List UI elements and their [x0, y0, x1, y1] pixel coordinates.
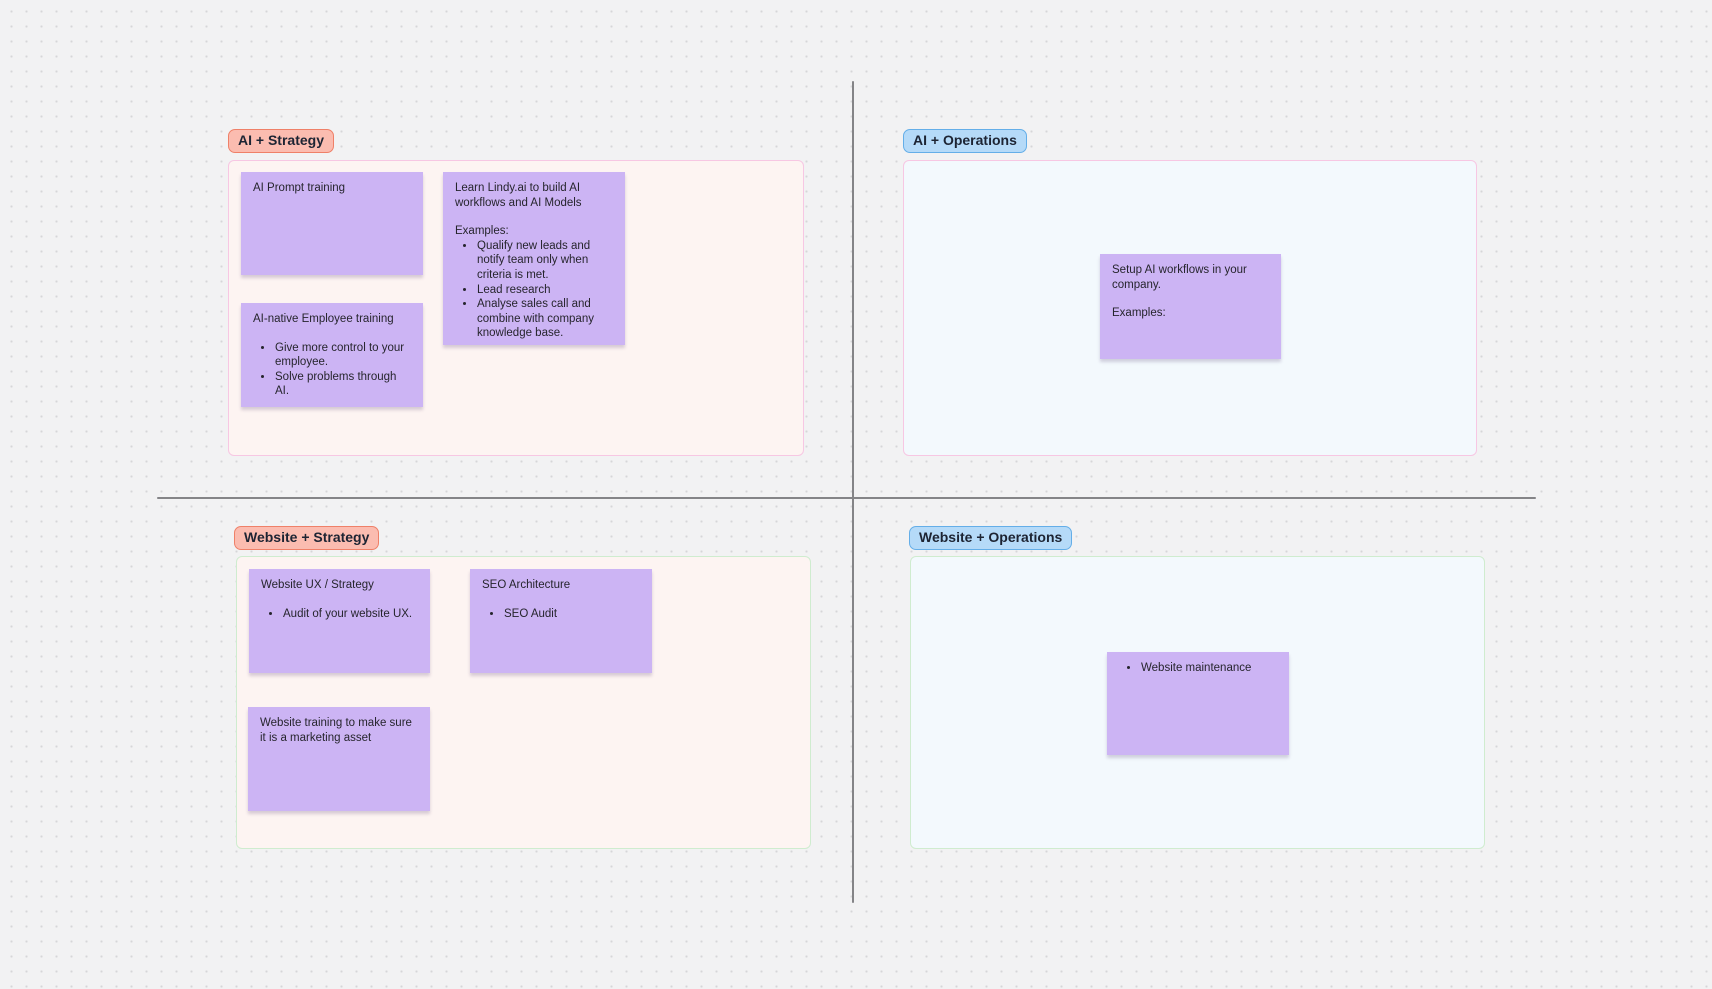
sticky-note-setup-ai-workflows[interactable]: Setup AI workflows in your company. Exam… [1100, 254, 1281, 359]
sticky-note-seo-architecture[interactable]: SEO Architecture SEO Audit [470, 569, 652, 673]
quadrant-label-website-strategy[interactable]: Website + Strategy [234, 526, 380, 550]
note-bullet-list: SEO Audit [482, 607, 640, 622]
note-bullet-list: Website maintenance [1119, 661, 1277, 676]
note-bullet: Solve problems through AI. [274, 370, 411, 399]
note-bullet-list: Qualify new leads and notify team only w… [455, 239, 613, 341]
note-bullet: Audit of your website UX. [282, 607, 418, 622]
note-bullet-list: Audit of your website UX. [261, 607, 418, 622]
note-title: AI-native Employee training [253, 313, 394, 325]
note-bullet: Qualify new leads and notify team only w… [476, 239, 613, 283]
note-examples-label: Examples: [455, 225, 509, 238]
note-text: Learn Lindy.ai to build AI workflows and… [455, 182, 582, 209]
note-title: AI Prompt training [253, 182, 346, 194]
matrix-vertical-axis-line[interactable] [852, 81, 854, 903]
sticky-note-learn-lindy[interactable]: Learn Lindy.ai to build AI workflows and… [443, 172, 625, 345]
quadrant-label-ai-strategy[interactable]: AI + Strategy [228, 129, 334, 153]
sticky-note-website-training[interactable]: Website training to make sure it is a ma… [248, 707, 430, 811]
note-bullet: Website maintenance [1140, 661, 1277, 676]
note-title: Website training to make sure it is a ma… [260, 717, 412, 744]
quadrant-label-website-operations[interactable]: Website + Operations [909, 526, 1073, 550]
note-bullet: Lead research [476, 283, 613, 298]
sticky-note-website-ux-strategy[interactable]: Website UX / Strategy Audit of your webs… [249, 569, 430, 673]
matrix-horizontal-axis-line[interactable] [157, 497, 1536, 499]
quadrant-label-ai-operations[interactable]: AI + Operations [903, 129, 1027, 153]
note-bullet: Analyse sales call and combine with comp… [476, 297, 613, 341]
note-bullet-list: Give more control to your employee. Solv… [253, 341, 411, 399]
note-bullet: SEO Audit [503, 607, 640, 622]
note-text: Setup AI workflows in your company. [1112, 264, 1247, 291]
note-examples-label: Examples: [1112, 307, 1166, 320]
sticky-note-ai-native-employee-training[interactable]: AI-native Employee training Give more co… [241, 303, 423, 407]
note-title: SEO Architecture [482, 579, 571, 591]
note-title: Website UX / Strategy [261, 579, 374, 591]
note-bullet: Give more control to your employee. [274, 341, 411, 370]
sticky-note-website-maintenance[interactable]: Website maintenance [1107, 652, 1289, 755]
note-spacer [455, 210, 613, 224]
sticky-note-ai-prompt-training[interactable]: AI Prompt training [241, 172, 423, 275]
note-spacer [1112, 292, 1269, 306]
